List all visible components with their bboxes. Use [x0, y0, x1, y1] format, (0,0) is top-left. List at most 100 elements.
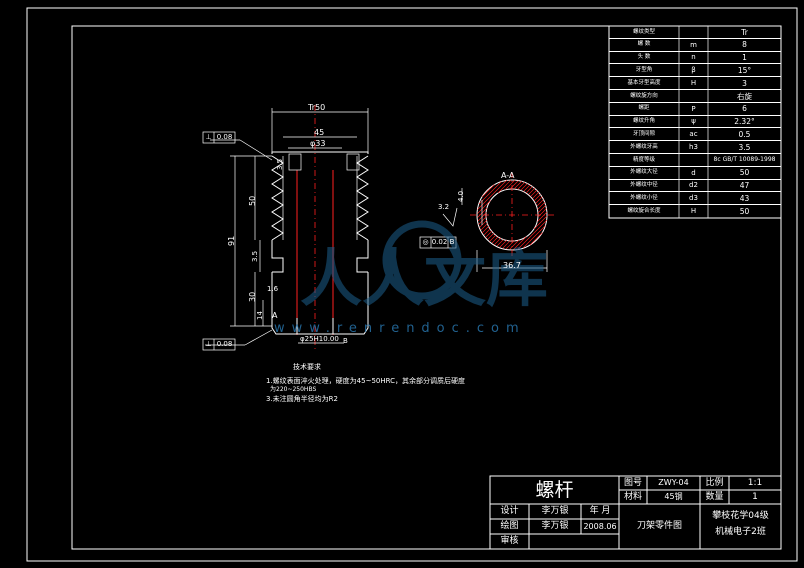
- parameter-name: 螺纹旋合长度: [627, 207, 661, 214]
- section-view-a-a: [442, 172, 554, 272]
- inner-frame: [71, 25, 782, 550]
- parameter-value: 50: [739, 168, 750, 178]
- parameter-value: 8: [742, 40, 747, 50]
- parameter-symbol: ac: [689, 130, 698, 139]
- qty-label: 数量: [705, 491, 724, 502]
- title-block: [489, 475, 782, 550]
- parameter-value: 8c GB/T 10089-1998: [713, 156, 776, 164]
- parameter-symbol: P: [691, 104, 696, 113]
- datum-b-front: B: [343, 337, 348, 345]
- dim-tr50: Tr50: [308, 103, 326, 112]
- drawing-no: ZWY-04: [658, 478, 689, 487]
- watermark: 人人文库: [300, 220, 548, 315]
- parameter-value: 47: [739, 181, 750, 191]
- draw-label: 绘图: [500, 521, 519, 531]
- part-name: 螺杆: [535, 478, 574, 501]
- date-label: 年 月: [589, 506, 611, 516]
- parameter-symbol: d3: [689, 194, 698, 203]
- parameter-name: 基本牙型高度: [627, 79, 661, 86]
- scale: 1:1: [747, 477, 763, 488]
- tol3-symbol: ◎: [422, 238, 429, 246]
- parameter-name: 螺纹旋方向: [630, 92, 658, 99]
- tol2-symbol: ⊥: [205, 340, 212, 348]
- parameter-symbol: [679, 154, 708, 167]
- parameter-symbol: d: [691, 168, 696, 177]
- outer-frame: [26, 7, 798, 562]
- parameter-row: 牙顶间隙 ac 0.5: [609, 128, 781, 142]
- parameter-symbol: H: [690, 207, 697, 216]
- parameter-row: 外螺纹大径 d 50: [609, 167, 781, 180]
- watermark-url: www.renrendoc.com: [274, 321, 526, 336]
- material: 45钢: [664, 492, 683, 501]
- dim-hole: φ25H10.00: [300, 335, 339, 343]
- parameter-symbol: m: [690, 40, 697, 49]
- dim-33: φ33: [310, 139, 326, 148]
- design-label: 设计: [500, 506, 519, 516]
- date: 2008.06: [583, 521, 617, 531]
- parameter-symbol: ψ: [691, 117, 696, 126]
- watermark-text: 人人文库: [300, 242, 548, 315]
- tol3-datum: B: [449, 238, 455, 246]
- parameter-name: 螺距: [638, 105, 650, 112]
- parameter-name: 螺纹类型: [632, 28, 655, 35]
- parameter-name: 牙型角: [635, 67, 653, 74]
- material-label: 材料: [623, 491, 642, 502]
- note-line-2: 为220~250HBS: [270, 386, 317, 393]
- parameter-symbol: h3: [689, 143, 698, 152]
- parameter-value: 3: [742, 78, 747, 88]
- tolerance-frame-2: [202, 338, 236, 351]
- assembly-name: 刀架零件图: [636, 521, 682, 531]
- dim-3-5-top: 3.5: [276, 158, 284, 170]
- dim-3-5-groove: 3.5: [251, 250, 259, 262]
- parameter-name: 牙顶间隙: [632, 131, 655, 138]
- parameter-row: 螺纹旋合长度 H 50: [609, 205, 781, 218]
- section-mark-a: A: [272, 311, 278, 320]
- dim-91: 91: [227, 235, 236, 246]
- parameter-value: 6: [742, 104, 747, 114]
- qty: 1: [752, 491, 758, 502]
- parameter-value: Tr: [741, 27, 748, 37]
- note-line-3: 3.未注圆角半径均为R2: [266, 395, 338, 403]
- front-view-dimensions: [205, 108, 369, 346]
- note-line-1: 1.螺纹表面淬火处理，硬度为45~50HRC，其余部分调质后硬度: [266, 377, 466, 385]
- parameter-value: 0.5: [738, 130, 751, 140]
- parameter-row: 螺纹类型 Tr: [609, 26, 781, 39]
- parameter-row: 螺距 P 6: [609, 103, 781, 116]
- parameter-symbol: β: [691, 66, 696, 75]
- roughness-3-2: 3.2: [438, 203, 450, 211]
- parameter-row: 螺纹升角 ψ 2.32°: [609, 116, 781, 129]
- parameter-name: 外螺纹小径: [630, 195, 658, 202]
- parameter-name: 螺纹升角: [632, 118, 655, 125]
- drawing-no-label: 图号: [623, 477, 642, 488]
- parameter-row: 头 数 n 1: [609, 52, 781, 65]
- parameter-row: 精度等级 8c GB/T 10089-1998: [609, 154, 781, 167]
- parameter-value: 15°: [737, 66, 752, 76]
- drafter: 李万银: [541, 521, 569, 531]
- parameter-symbol: H: [690, 79, 697, 88]
- notes-title: 技术要求: [293, 363, 321, 371]
- parameter-row: 外螺纹中径 d2 47: [609, 180, 781, 193]
- parameter-symbol: [679, 26, 708, 39]
- section-label-a-a: A-A: [501, 171, 515, 180]
- dim-14: 14: [256, 311, 264, 320]
- parameter-table: [608, 25, 782, 219]
- parameter-value: 3.5: [738, 142, 751, 152]
- parameter-name: 外螺纹中径: [630, 182, 658, 189]
- parameter-symbol: d2: [689, 181, 698, 190]
- parameter-value: 50: [739, 206, 750, 216]
- parameter-value: 1: [742, 53, 747, 63]
- designer: 李万银: [541, 506, 569, 516]
- parameter-name: 精度等级: [632, 156, 655, 163]
- dim-30: 30: [248, 291, 257, 302]
- parameter-name: 外螺纹大径: [630, 169, 658, 176]
- parameter-symbol: n: [691, 53, 696, 62]
- parameter-name: 头 数: [637, 54, 651, 61]
- parameter-value: 2.32°: [734, 117, 755, 127]
- roughness-1-6: 1.6: [267, 285, 279, 293]
- parameter-row: 牙型角 β 15°: [609, 64, 781, 78]
- front-view: [271, 105, 369, 352]
- dim-50: 50: [248, 195, 257, 206]
- school-name: 攀枝花学04级: [712, 510, 769, 521]
